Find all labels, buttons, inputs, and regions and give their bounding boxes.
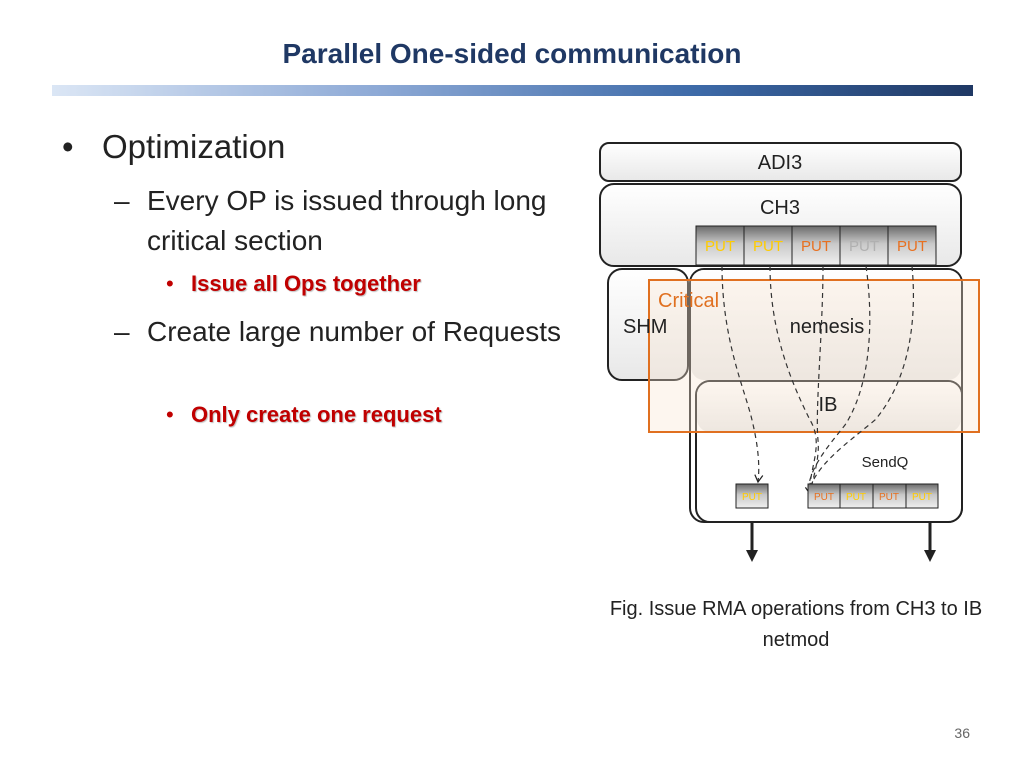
sendq-cell [905, 483, 939, 509]
ib-fill [697, 382, 961, 432]
sendq-op-label: PUT [814, 492, 834, 503]
slide-title: Parallel One-sided communication [282, 38, 742, 69]
title-underline-bar [52, 85, 973, 96]
sendq-op-label: PUT [742, 492, 762, 503]
flow-path [721, 265, 764, 484]
sendq-op-label: PUT [879, 492, 899, 503]
adi3-box [599, 142, 962, 182]
sendq-queue: PUT PUT PUT PUT PUT [735, 483, 939, 509]
flow-path [807, 265, 871, 495]
ib-label: IB [819, 394, 838, 416]
critical-region [648, 279, 980, 433]
ch3-op-cell [887, 225, 937, 266]
flow-path [807, 265, 915, 495]
op-flow-paths [721, 265, 915, 496]
shm-label: SHM [623, 316, 667, 338]
nemesis-fill [691, 270, 961, 380]
ch3-op-queue: PUT PUT PUT PUT PUT [695, 225, 937, 266]
sendq-cell [735, 483, 769, 509]
ch3-op-cell [695, 225, 745, 266]
ch3-op-label: PUT [705, 238, 735, 255]
bullet-text: Optimization [102, 128, 286, 165]
sendq-op-label: PUT [912, 492, 932, 503]
ch3-label: CH3 [760, 197, 800, 219]
nemesis-label: nemesis [790, 316, 864, 338]
subsubbullet-text: Issue all Ops together [191, 271, 421, 296]
subbullet-text: Create large number of Requests [147, 316, 561, 347]
sendq-label: SendQ [862, 454, 909, 471]
page-number: 36 [954, 725, 970, 741]
sendq-cell [839, 483, 874, 509]
ch3-op-label: PUT [897, 238, 927, 255]
adi3-label: ADI3 [758, 152, 802, 174]
sendq-cell [807, 483, 841, 509]
flow-path [769, 265, 817, 496]
ch3-op-label: PUT [849, 238, 879, 255]
subbullet-dash: – [114, 185, 130, 216]
critical-label: Critical [658, 290, 719, 312]
ch3-op-cell [791, 225, 841, 266]
figure-caption: Fig. Issue RMA operations from CH3 to IB… [609, 598, 983, 651]
sendq-cell [872, 483, 907, 509]
ch3-op-cell [743, 225, 793, 266]
sendq-op-label: PUT [846, 492, 866, 503]
subsubbullet-text: Only create one request [191, 402, 442, 427]
subsubbullet-dot: • [166, 271, 174, 296]
bullet-dot: • [62, 128, 74, 165]
subbullet-dash: – [114, 316, 130, 347]
subbullet-text: Every OP is issued through long critical… [147, 185, 547, 256]
ch3-op-label: PUT [801, 238, 831, 255]
ch3-op-label: PUT [753, 238, 783, 255]
subsubbullet-dot: • [166, 402, 174, 427]
ch3-op-cell [839, 225, 889, 266]
flow-path [809, 265, 824, 495]
